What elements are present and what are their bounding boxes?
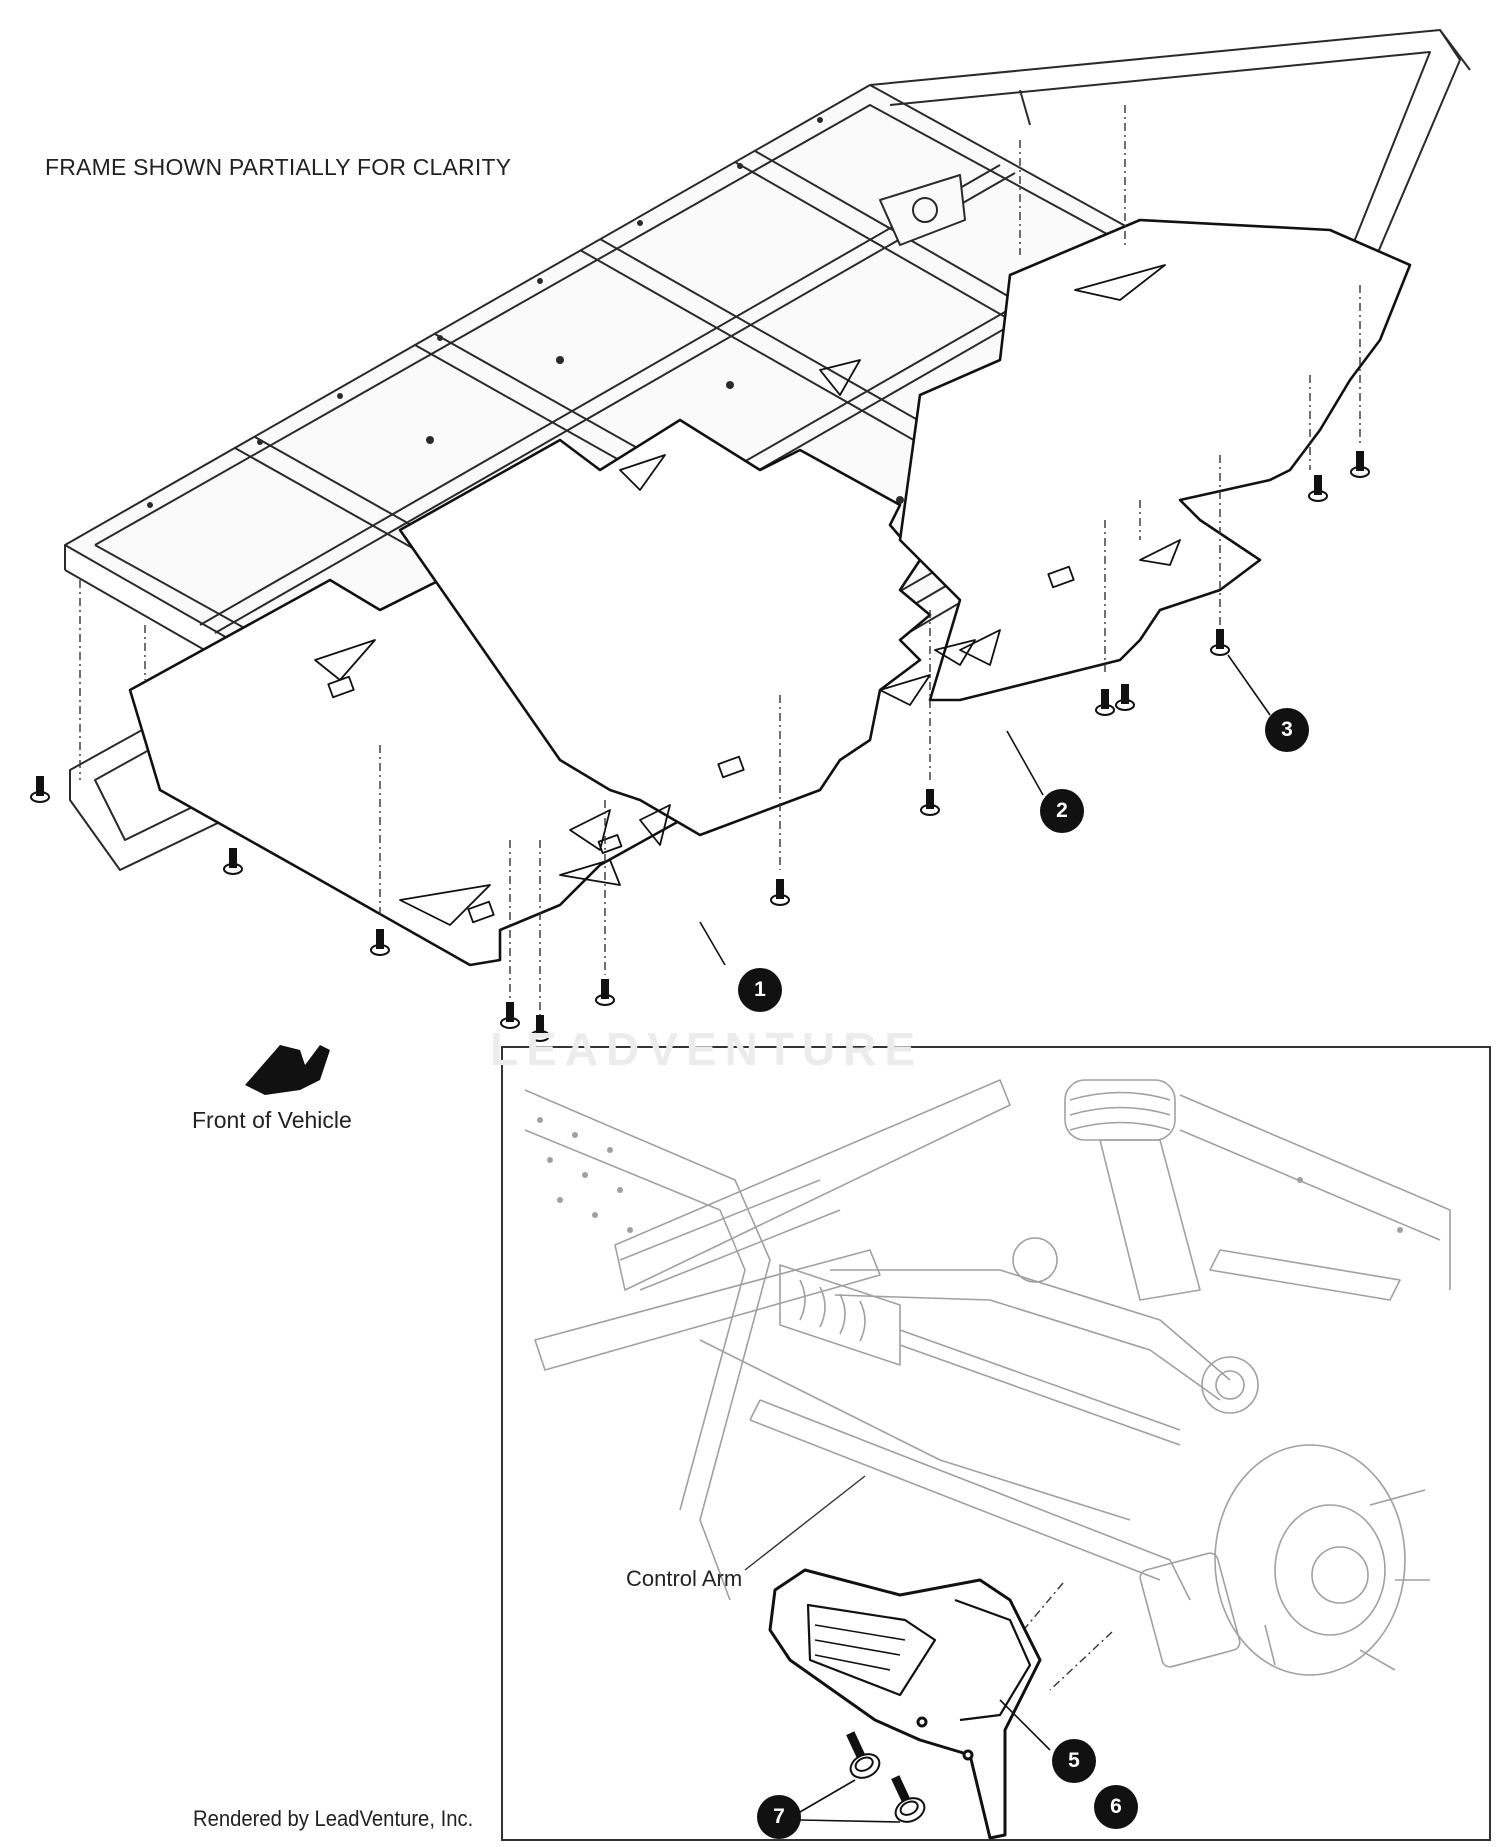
diagram-note: FRAME SHOWN PARTIALLY FOR CLARITY bbox=[45, 154, 512, 180]
bolt-icon bbox=[846, 1731, 926, 1823]
callout-leaders bbox=[699, 654, 1271, 966]
front-arrow-icon bbox=[245, 1045, 330, 1095]
callout-2: 2 bbox=[1040, 789, 1084, 833]
callout-3: 3 bbox=[1265, 708, 1309, 752]
front-of-vehicle-label: Front of Vehicle bbox=[192, 1107, 352, 1133]
callout-6: 6 bbox=[1094, 1785, 1138, 1829]
skid-plate-2 bbox=[398, 418, 932, 837]
skid-plate-3 bbox=[898, 218, 1412, 702]
detail-inset bbox=[501, 1046, 1491, 1841]
callout-1: 1 bbox=[738, 968, 782, 1012]
assembly-lines bbox=[79, 105, 1361, 1015]
callout-7: 7 bbox=[757, 1795, 801, 1839]
skid-plates bbox=[128, 218, 1412, 967]
credit-text: Rendered by LeadVenture, Inc. bbox=[193, 1806, 474, 1831]
control-arm-label: Control Arm bbox=[626, 1566, 743, 1591]
callout-5: 5 bbox=[1052, 1739, 1096, 1783]
bolt-icon bbox=[30, 451, 1370, 1042]
watermark: LEADVENTURE bbox=[490, 1023, 924, 1075]
skid-guard-icon bbox=[768, 1568, 1042, 1840]
